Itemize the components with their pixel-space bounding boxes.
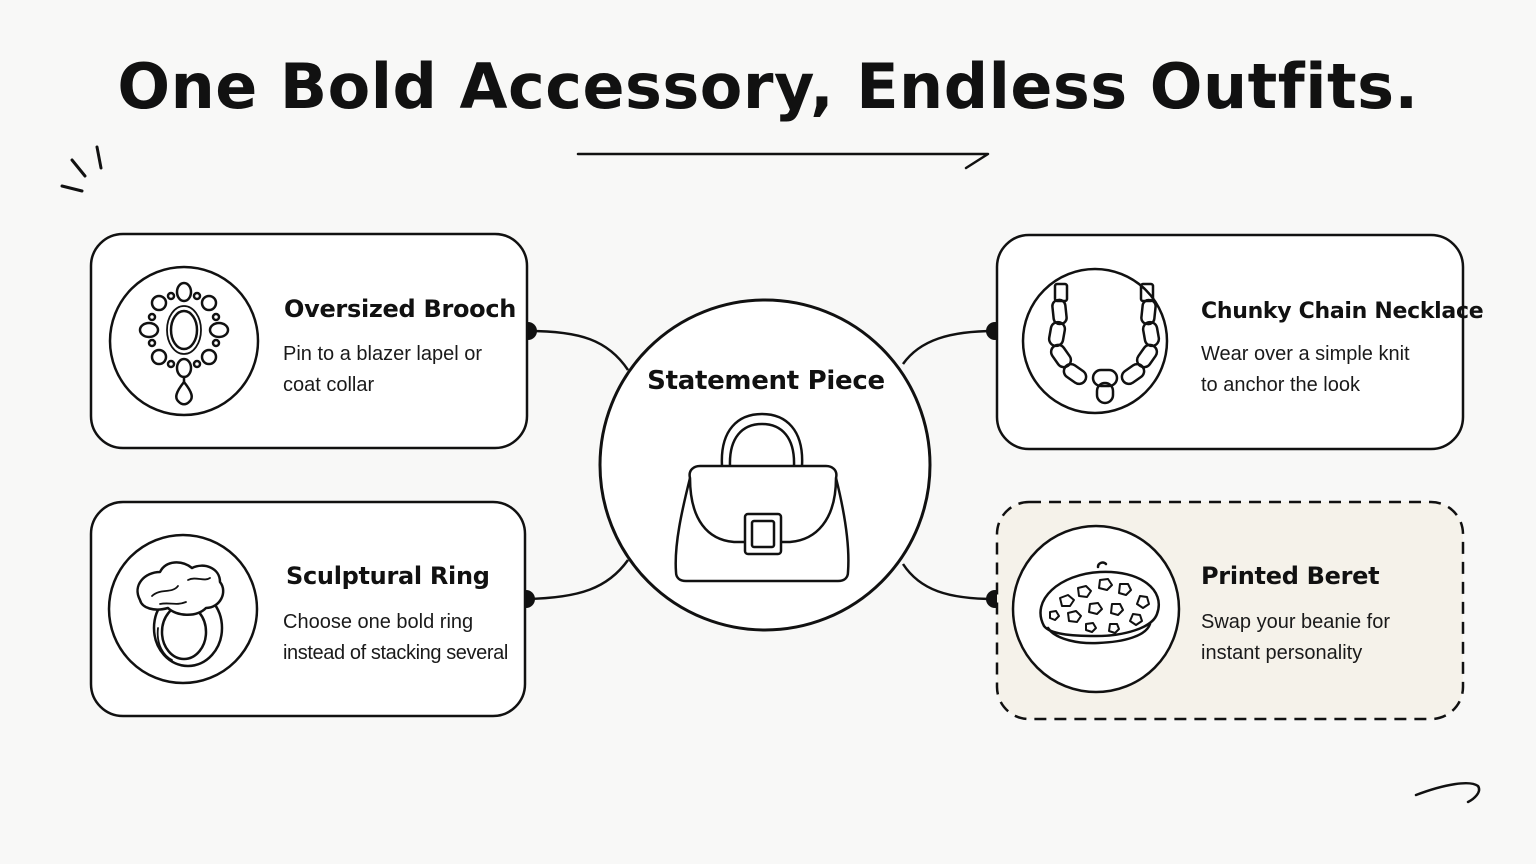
connector-beret — [901, 563, 996, 601]
chain-necklace-icon — [1047, 282, 1161, 405]
handbag-icon — [674, 412, 850, 583]
card-desc-line: instead of stacking several — [283, 642, 508, 664]
necklace-icon-frame — [1021, 267, 1169, 415]
card-desc-ring: Choose one bold ring instead of stacking… — [283, 607, 519, 669]
brooch-icon — [138, 281, 230, 406]
card-desc-line: coat collar — [283, 374, 375, 396]
connector-ring — [525, 559, 630, 601]
connectors — [525, 329, 996, 601]
card-title-necklace: Chunky Chain Necklace — [1201, 299, 1484, 324]
card-desc-line: to anchor the look — [1201, 374, 1360, 396]
hub-label: Statement Piece — [647, 366, 885, 396]
connector-brooch — [527, 329, 630, 371]
card-title-ring: Sculptural Ring — [286, 562, 490, 590]
ring-icon — [136, 561, 225, 668]
card-desc-line: instant personality — [1201, 642, 1363, 664]
page-title: One Bold Accessory, Endless Outfits. — [117, 50, 1419, 123]
card-desc-brooch: Pin to a blazer lapel or coat collar — [283, 339, 523, 401]
card-desc-necklace: Wear over a simple knit to anchor the lo… — [1201, 339, 1441, 401]
brooch-icon-frame — [108, 265, 260, 417]
card-title-brooch: Oversized Brooch — [284, 295, 517, 323]
beret-icon — [1039, 561, 1160, 645]
card-desc-line: Pin to a blazer lapel or — [283, 343, 483, 365]
connector-necklace — [901, 329, 996, 365]
card-desc-line: Wear over a simple knit — [1201, 343, 1410, 365]
card-desc-line: Swap your beanie for — [1201, 611, 1391, 633]
card-desc-beret: Swap your beanie for instant personality — [1201, 607, 1441, 669]
card-title-beret: Printed Beret — [1201, 562, 1380, 590]
card-desc-line: Choose one bold ring — [283, 611, 474, 633]
title-underline — [576, 152, 990, 170]
swoosh-decoration — [1414, 781, 1481, 804]
sparkle-decoration — [60, 145, 103, 193]
